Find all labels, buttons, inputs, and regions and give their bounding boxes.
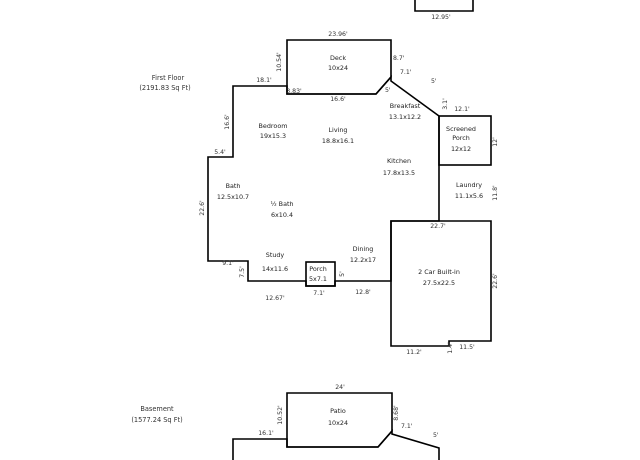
dim-study-left: 7.5' bbox=[239, 266, 246, 278]
room-garage-size: 27.5x22.5 bbox=[423, 279, 455, 287]
dim-garage-step: 1.4' bbox=[447, 342, 454, 354]
room-screened-porch-line2: Porch bbox=[452, 134, 470, 142]
dim-bedroom-ledge: 3.83' bbox=[286, 88, 302, 95]
room-half-bath-name: ½ Bath bbox=[270, 200, 293, 208]
room-laundry-name: Laundry bbox=[456, 181, 482, 189]
dim-left-wall: 22.6' bbox=[199, 200, 206, 216]
dim-diag-small2: 5' bbox=[431, 78, 437, 85]
floor-area-first: (2191.83 Sq Ft) bbox=[139, 84, 190, 92]
room-dining-size: 12.2x17 bbox=[350, 256, 376, 264]
room-bath-size: 12.5x10.7 bbox=[217, 193, 249, 201]
room-laundry-size: 11.1x5.6 bbox=[455, 192, 483, 200]
dim-study-notch: 9.1' bbox=[222, 260, 234, 267]
screened-porch-outline bbox=[438, 115, 492, 166]
dim-bedroom-left: 16.6' bbox=[224, 114, 231, 130]
room-kitchen-name: Kitchen bbox=[387, 157, 411, 165]
dim-basement-left: 16.1' bbox=[258, 430, 274, 437]
room-study-size: 14x11.6 bbox=[262, 265, 288, 273]
porch-outline bbox=[305, 261, 336, 287]
dim-garage-bottom-left: 11.2' bbox=[406, 349, 422, 356]
dim-diag-small: 5' bbox=[385, 87, 391, 94]
room-breakfast-size: 13.1x12.2 bbox=[389, 113, 421, 121]
dim-patio-right2: 7.1' bbox=[401, 423, 413, 430]
dim-deck-right2: 7.1' bbox=[400, 69, 412, 76]
dim-screened-right: 12' bbox=[492, 137, 499, 147]
dim-porch-right: 5' bbox=[339, 271, 346, 277]
basement-outline bbox=[232, 428, 440, 460]
dim-porch-bottom: 7.1' bbox=[313, 290, 325, 297]
dim-top-fragment: 12.95' bbox=[431, 14, 451, 21]
dim-patio-diag: 5' bbox=[433, 432, 439, 439]
dim-breakfast-step: 3.1' bbox=[442, 98, 449, 110]
dim-patio-left: 10.52' bbox=[277, 405, 284, 425]
dim-deck-left: 10.54' bbox=[276, 52, 283, 72]
room-bedroom-name: Bedroom bbox=[259, 122, 288, 130]
room-deck-name: Deck bbox=[330, 54, 346, 62]
floor-area-basement: (1577.24 Sq Ft) bbox=[131, 416, 182, 424]
room-living-size: 18.8x16.1 bbox=[322, 137, 354, 145]
room-dining-name: Dining bbox=[353, 245, 374, 253]
room-screened-porch-size: 12x12 bbox=[451, 145, 471, 153]
room-deck-size: 10x24 bbox=[328, 64, 348, 72]
room-patio-size: 10x24 bbox=[328, 419, 348, 427]
dim-garage-right: 22.6' bbox=[492, 273, 499, 289]
dim-dining-bottom: 12.8' bbox=[355, 289, 371, 296]
dim-garage-bottom-right: 11.5' bbox=[459, 344, 475, 351]
room-living-name: Living bbox=[328, 126, 347, 134]
floor-title-basement: Basement bbox=[140, 405, 174, 413]
garage-outline bbox=[390, 220, 492, 347]
floor-title-first: First Floor bbox=[152, 74, 185, 82]
top-fragment-outline bbox=[414, 0, 474, 12]
dim-deck-right: 8.7' bbox=[393, 55, 405, 62]
dim-notch: 5.4' bbox=[214, 149, 226, 156]
room-garage-name: 2 Car Built-in bbox=[418, 268, 460, 276]
room-screened-porch-line1: Screened bbox=[446, 125, 476, 133]
room-bath-name: Bath bbox=[226, 182, 241, 190]
dim-patio-right: 8.68' bbox=[393, 405, 400, 421]
first-floor-outline bbox=[207, 74, 440, 287]
room-porch-name: Porch bbox=[309, 265, 327, 273]
room-porch-size: 5x7.1 bbox=[309, 275, 327, 283]
dim-bottom-left: 12.67' bbox=[265, 295, 285, 302]
dim-screened-top: 12.1' bbox=[454, 106, 470, 113]
dim-deck-bottom: 16.6' bbox=[330, 96, 346, 103]
room-half-bath-size: 6x10.4 bbox=[271, 211, 293, 219]
dim-patio-top: 24' bbox=[335, 384, 345, 391]
room-study-name: Study bbox=[266, 251, 285, 259]
dim-garage-top: 22.7' bbox=[430, 223, 446, 230]
room-bedroom-size: 19x15.3 bbox=[260, 132, 286, 140]
room-kitchen-size: 17.8x13.5 bbox=[383, 169, 415, 177]
dim-laundry-right: 11.8' bbox=[492, 185, 499, 201]
dim-deck-top: 23.96' bbox=[328, 31, 348, 38]
room-breakfast-name: Breakfast bbox=[390, 102, 421, 110]
dim-top-left-wall: 18.1' bbox=[256, 77, 272, 84]
room-patio-name: Patio bbox=[330, 407, 346, 415]
